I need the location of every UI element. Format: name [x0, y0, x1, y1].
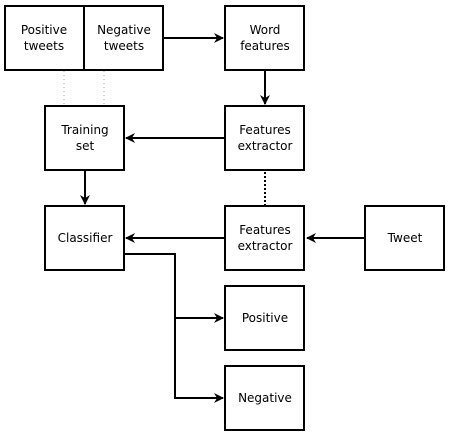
node-features-extractor-bottom-line-1: Features [239, 223, 291, 237]
node-tweet-label: Tweet [387, 231, 423, 245]
node-word-features-line-2: features [240, 39, 290, 53]
node-negative: Negative [224, 365, 305, 431]
node-features-extractor-top-line-1: Features [239, 123, 291, 137]
node-tweet: Tweet [364, 205, 445, 271]
node-classifier-label: Classifier [58, 231, 113, 245]
node-features-extractor-bottom: Features extractor [224, 205, 305, 271]
node-features-extractor-bottom-line-2: extractor [238, 239, 293, 253]
edges [63, 33, 365, 403]
node-negative-tweets-line-2: tweets [104, 39, 144, 53]
node-word-features-line-1: Word [250, 23, 281, 37]
node-features-extractor-top-line-2: extractor [238, 139, 293, 153]
node-training-set: Training set [44, 105, 125, 171]
edge-classifier-to-positive [125, 253, 224, 323]
node-positive: Positive [224, 285, 305, 351]
node-classifier: Classifier [44, 205, 125, 271]
edge-classifier-to-negative [174, 318, 224, 403]
node-features-extractor-top: Features extractor [224, 105, 305, 171]
node-negative-tweets-line-1: Negative [97, 23, 151, 37]
node-training-set-line-2: set [76, 139, 95, 153]
node-word-features: Word features [224, 5, 305, 71]
node-positive-tweets-line-1: Positive [21, 23, 67, 37]
node-negative-tweets: Negative tweets [83, 5, 164, 71]
node-training-set-line-1: Training [60, 123, 108, 137]
node-positive-tweets: Positive tweets [4, 5, 85, 71]
node-positive-tweets-line-2: tweets [24, 39, 64, 53]
node-negative-label: Negative [238, 391, 292, 405]
node-positive-label: Positive [242, 311, 288, 325]
